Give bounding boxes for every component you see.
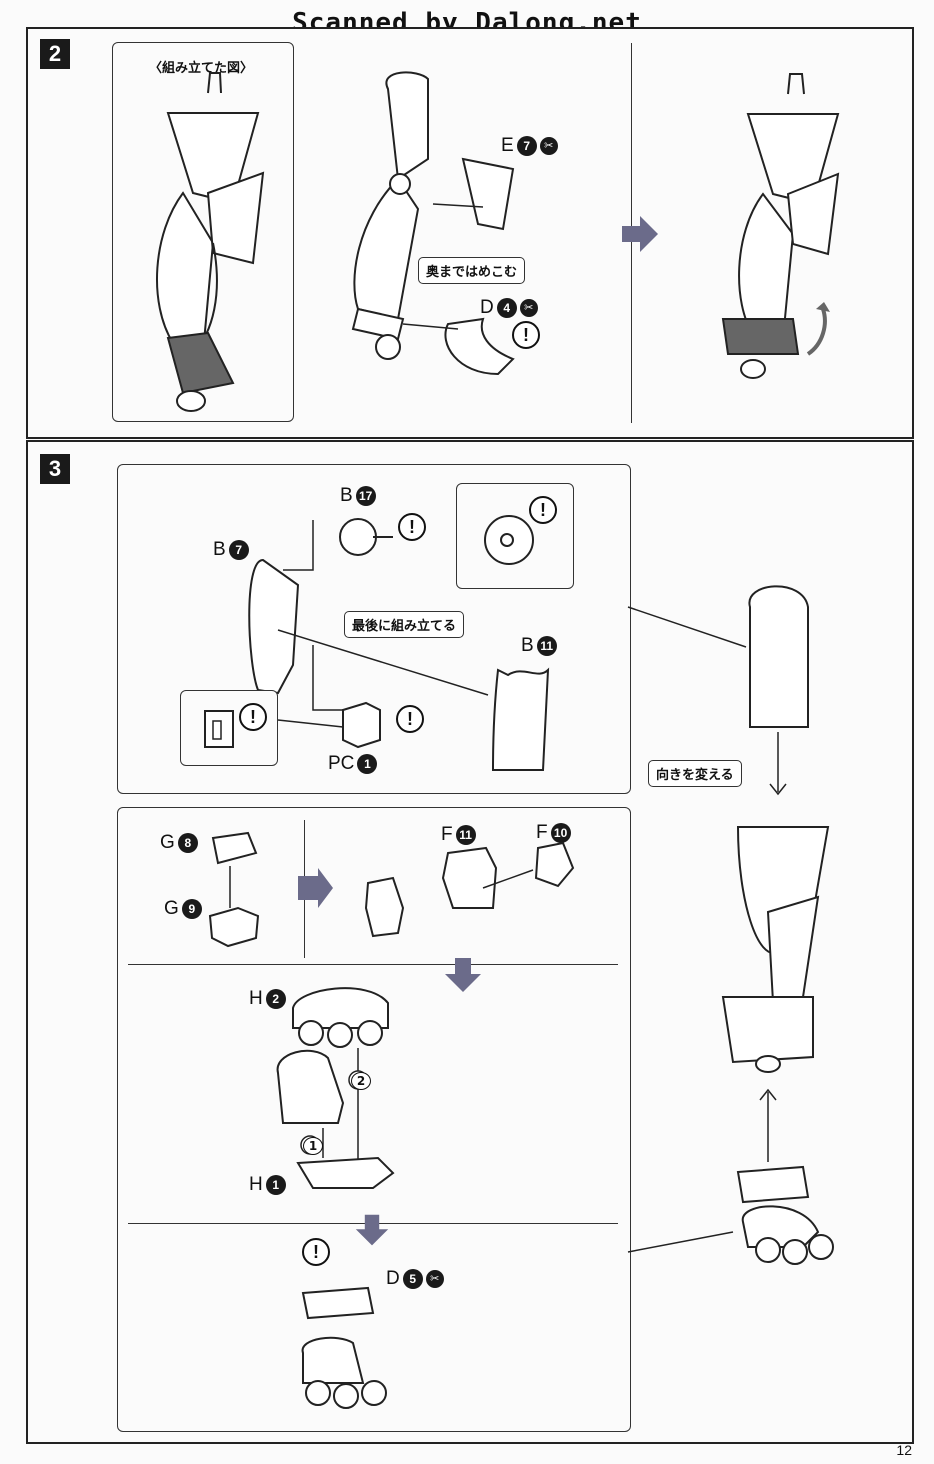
page-number: 12 (896, 1442, 912, 1458)
part-label-d5: D 5 ✂ (386, 1268, 444, 1290)
part-letter: H (249, 1174, 263, 1195)
joint-detail-illustration (484, 515, 534, 565)
lower-leg-assembly-illustration (627, 585, 834, 1265)
part-letter: E (501, 135, 514, 156)
part-letter: D (386, 1268, 400, 1289)
nipper-icon: ✂ (519, 299, 538, 317)
assembled-leg-illustration (156, 72, 265, 412)
pc-detail-illustration (204, 710, 234, 748)
caution-icon: ! (396, 705, 424, 733)
part-label-h2: H 2 (249, 988, 286, 1010)
part-number-badge: 5 (402, 1269, 423, 1289)
foot-assembly-panel: G 8 G 9 F 11 F 10 (117, 807, 631, 1432)
next-step-arrow-icon (622, 216, 658, 252)
part-number-badge: 11 (536, 636, 557, 656)
part-letter: D (480, 297, 494, 318)
order-mark-2: 2 (351, 1072, 371, 1090)
part-label-b11: B 11 (521, 635, 557, 657)
part-number-badge: 10 (550, 823, 571, 843)
part-letter: G (160, 832, 175, 853)
part-letter: F (536, 822, 548, 843)
pc-detail-inset-panel: ! (180, 690, 278, 766)
part-label-g8: G 8 (160, 832, 198, 854)
foot-result-illustration (301, 1286, 387, 1409)
assemble-last-note: 最後に組み立てる (344, 611, 465, 638)
result-leg-illustration (721, 73, 840, 379)
part-letter: B (213, 539, 226, 560)
part-label-b17: B 17 (340, 485, 376, 507)
part-letter: H (249, 988, 263, 1009)
step-3-section: 3 B 17 ! B 7 ! 最 (26, 440, 914, 1444)
part-letter: B (521, 635, 534, 656)
part-number-badge: 1 (265, 1175, 286, 1195)
part-letter: G (164, 898, 179, 919)
part-number-badge: 8 (177, 833, 198, 853)
panel-divider-horizontal (128, 964, 618, 965)
part-number-badge: 9 (181, 899, 202, 919)
nipper-icon: ✂ (425, 1270, 444, 1288)
part-number-badge: 2 (265, 989, 286, 1009)
part-label-g9: G 9 (164, 898, 202, 920)
part-number-badge: 4 (496, 298, 517, 318)
down-arrow-icon (355, 1214, 389, 1246)
part-label-f11: F 11 (441, 824, 476, 846)
part-letter: B (340, 485, 353, 506)
ankle-parts-illustration (208, 831, 575, 948)
part-number-badge: 7 (228, 540, 249, 560)
order-mark-1: 1 (303, 1137, 323, 1155)
caution-icon: ! (239, 703, 267, 731)
thigh-parts-illustration (248, 518, 550, 771)
part-label-pc1: PC 1 (328, 753, 378, 775)
foot-parts-illustration (276, 987, 395, 1189)
part-label-e7: E 7 ✂ (501, 135, 558, 157)
assembled-view-panel: 〈組み立てた図〉 (112, 42, 294, 422)
detail-inset-panel: ! (456, 483, 574, 589)
leg-parts-illustration (351, 71, 515, 376)
caution-icon: ! (302, 1238, 330, 1266)
press-in-note: 奥まではめこむ (418, 257, 526, 284)
caution-icon: ! (398, 513, 426, 541)
part-letter: PC (328, 753, 355, 774)
part-number-badge: 17 (355, 486, 376, 506)
part-number-badge: 1 (357, 754, 378, 774)
part-number-badge: 11 (455, 825, 476, 845)
upper-assembly-panel: B 17 ! B 7 ! 最後に組み立てる (117, 464, 631, 794)
part-label-b7: B 7 (213, 539, 249, 561)
down-arrow-icon (445, 958, 481, 992)
part-number-badge: 7 (516, 136, 537, 156)
change-direction-note: 向きを変える (648, 760, 742, 787)
part-label-h1: H 1 (249, 1174, 286, 1196)
step-number: 2 (40, 39, 70, 69)
part-label-f10: F 10 (536, 822, 571, 844)
step-2-section: 2 〈組み立てた図〉 E 7 ✂ 奥まではめこむ D 4 ✂ (26, 27, 914, 439)
caution-icon: ! (529, 496, 557, 524)
part-letter: F (441, 824, 453, 845)
nipper-icon: ✂ (539, 137, 558, 155)
caution-icon: ! (512, 321, 540, 349)
step-number: 3 (40, 454, 70, 484)
part-label-d4: D 4 ✂ (480, 297, 538, 319)
assembled-caption: 〈組み立てた図〉 (149, 61, 254, 76)
